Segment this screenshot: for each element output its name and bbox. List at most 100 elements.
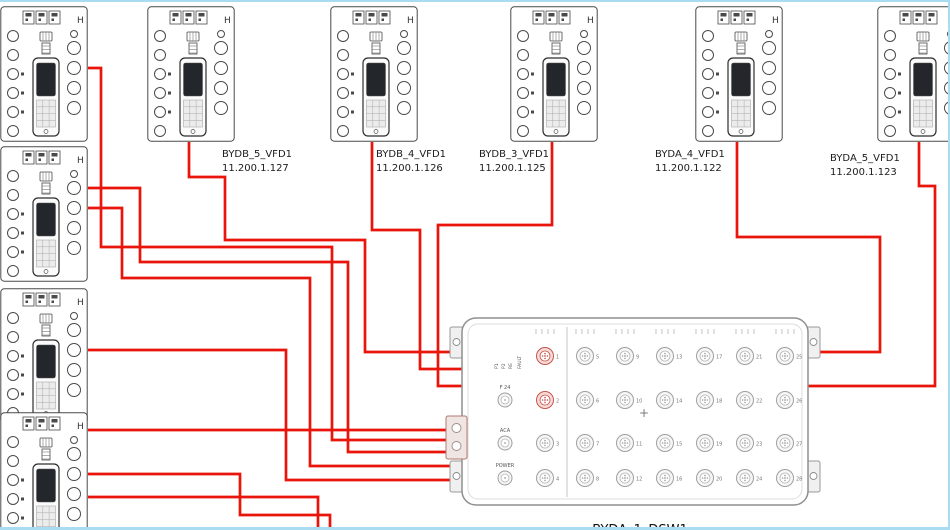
vfd-device-bydb5[interactable] xyxy=(147,6,235,142)
vfd-device-left-1[interactable] xyxy=(0,6,88,142)
port-number: 13 xyxy=(676,355,682,361)
port-number: 3 xyxy=(556,442,559,448)
label-bydb3-ip: 11.200.1.125 xyxy=(479,163,546,174)
m12-port-2: 2 xyxy=(536,391,559,409)
label-bydb4-ip: 11.200.1.126 xyxy=(376,163,443,174)
m12-port-18: 18 xyxy=(696,391,722,409)
power-connector-block xyxy=(445,415,468,460)
port-number: 5 xyxy=(596,355,599,361)
m12-port-23: 23 xyxy=(736,434,762,452)
m12-port-4: 4 xyxy=(536,469,559,487)
ethernet-wire-10[interactable] xyxy=(436,142,554,388)
status-label-power: POWER xyxy=(496,463,515,469)
status-label-aca: ACA xyxy=(500,428,511,434)
switch-body[interactable] xyxy=(461,317,809,506)
m12-port-21: 21 xyxy=(736,347,762,365)
f24-connector xyxy=(497,392,513,408)
alignment-plus-marker: + xyxy=(639,406,649,420)
m12-port-8: 8 xyxy=(576,469,599,487)
vfd-device-bydb3[interactable] xyxy=(510,6,598,142)
m12-port-19: 19 xyxy=(696,434,722,452)
m12-port-24: 24 xyxy=(736,469,762,487)
m12-port-28: 28 xyxy=(776,469,802,487)
vfd-device-left-3[interactable] xyxy=(0,288,88,424)
vfd-device-byda5[interactable] xyxy=(877,6,950,142)
m12-port-12: 12 xyxy=(616,469,642,487)
device-labels: BYDB_5_VFD1 11.200.1.127 BYDB_4_VFD1 11.… xyxy=(222,149,900,178)
ethernet-wire-2[interactable] xyxy=(88,186,463,454)
m12-port-3: 3 xyxy=(536,434,559,452)
m12-port-10: 10 xyxy=(616,391,642,409)
indicator-p1: P1 xyxy=(494,363,500,369)
label-bydb3-name: BYDB_3_VFD1 xyxy=(479,149,549,160)
indicator-re: RE xyxy=(508,363,514,369)
port-number: 2 xyxy=(556,399,559,405)
m12-port-17: 17 xyxy=(696,347,722,365)
port-number: 4 xyxy=(556,477,559,483)
m12-port-15: 15 xyxy=(656,434,682,452)
ethernet-wire-11[interactable] xyxy=(735,142,882,354)
ethernet-wire-3[interactable] xyxy=(88,206,463,468)
m12-port-7: 7 xyxy=(576,434,599,452)
vfd-device-byda4[interactable] xyxy=(695,6,783,142)
ethernet-wire-4[interactable] xyxy=(88,348,463,482)
vfd-device-left-2[interactable] xyxy=(0,146,88,282)
status-label-f24: F 24 xyxy=(500,385,511,391)
aca-connector xyxy=(497,435,513,451)
m12-port-1: 1 xyxy=(536,347,559,365)
port-number: 1 xyxy=(556,355,559,361)
m12-port-25: 25 xyxy=(776,347,802,365)
port-number: 7 xyxy=(596,442,599,448)
label-byda5-name: BYDA_5_VFD1 xyxy=(830,153,900,164)
mounting-screws xyxy=(452,338,818,480)
port-number: 14 xyxy=(676,399,682,405)
port-number: 20 xyxy=(716,477,722,483)
m12-port-5: 5 xyxy=(576,347,599,365)
m12-port-27: 27 xyxy=(776,434,802,452)
port-number: 6 xyxy=(596,399,599,405)
m12-port-14: 14 xyxy=(656,391,682,409)
port-number: 19 xyxy=(716,442,722,448)
ethernet-switch-device[interactable]: P1 P2 RE FAULT F 24 ACA POWER xyxy=(445,317,821,506)
switch-inner-border xyxy=(467,323,803,500)
port-number: 27 xyxy=(796,442,802,448)
port-number: 11 xyxy=(636,442,642,448)
m12-port-6: 6 xyxy=(576,391,599,409)
port-number: 28 xyxy=(796,477,802,483)
label-byda4-ip: 11.200.1.122 xyxy=(655,163,722,174)
port-number: 24 xyxy=(756,477,762,483)
status-indicator-labels: P1 P2 RE FAULT xyxy=(494,356,523,369)
label-bydb5-name: BYDB_5_VFD1 xyxy=(222,149,292,160)
indicator-p2: P2 xyxy=(501,363,507,369)
page-edge-bottom xyxy=(0,527,950,530)
port-number: 9 xyxy=(636,355,639,361)
label-byda5-ip: 11.200.1.123 xyxy=(830,167,897,178)
vfd-device-bydb4[interactable] xyxy=(330,6,418,142)
port-number: 22 xyxy=(756,399,762,405)
m12-port-16: 16 xyxy=(656,469,682,487)
ethernet-wire-6[interactable] xyxy=(88,472,332,530)
wires-layer xyxy=(88,66,937,530)
ethernet-wire-7[interactable] xyxy=(88,495,320,530)
ethernet-wire-9[interactable] xyxy=(370,142,463,371)
port-number: 21 xyxy=(756,355,762,361)
m12-port-13: 13 xyxy=(656,347,682,365)
m12-port-20: 20 xyxy=(696,469,722,487)
indicator-fault: FAULT xyxy=(517,356,523,369)
ethernet-wire-8[interactable] xyxy=(187,142,463,354)
label-bydb5-ip: 11.200.1.127 xyxy=(222,163,289,174)
port-number: 10 xyxy=(636,399,642,405)
label-byda4-name: BYDA_4_VFD1 xyxy=(655,149,725,160)
port-number: 16 xyxy=(676,477,682,483)
m12-port-grid: 1234567891011121314151617181920212223242… xyxy=(535,329,802,487)
ethernet-wire-1[interactable] xyxy=(88,66,463,442)
port-number: 8 xyxy=(596,477,599,483)
m12-port-11: 11 xyxy=(616,434,642,452)
page-edge-right xyxy=(948,0,950,530)
m12-port-22: 22 xyxy=(736,391,762,409)
switch-label: BYDA_1_DSW1 xyxy=(592,523,687,530)
m12-port-9: 9 xyxy=(616,347,639,365)
vfd-device-left-4[interactable] xyxy=(0,412,88,530)
ethernet-wire-12[interactable] xyxy=(807,142,937,388)
